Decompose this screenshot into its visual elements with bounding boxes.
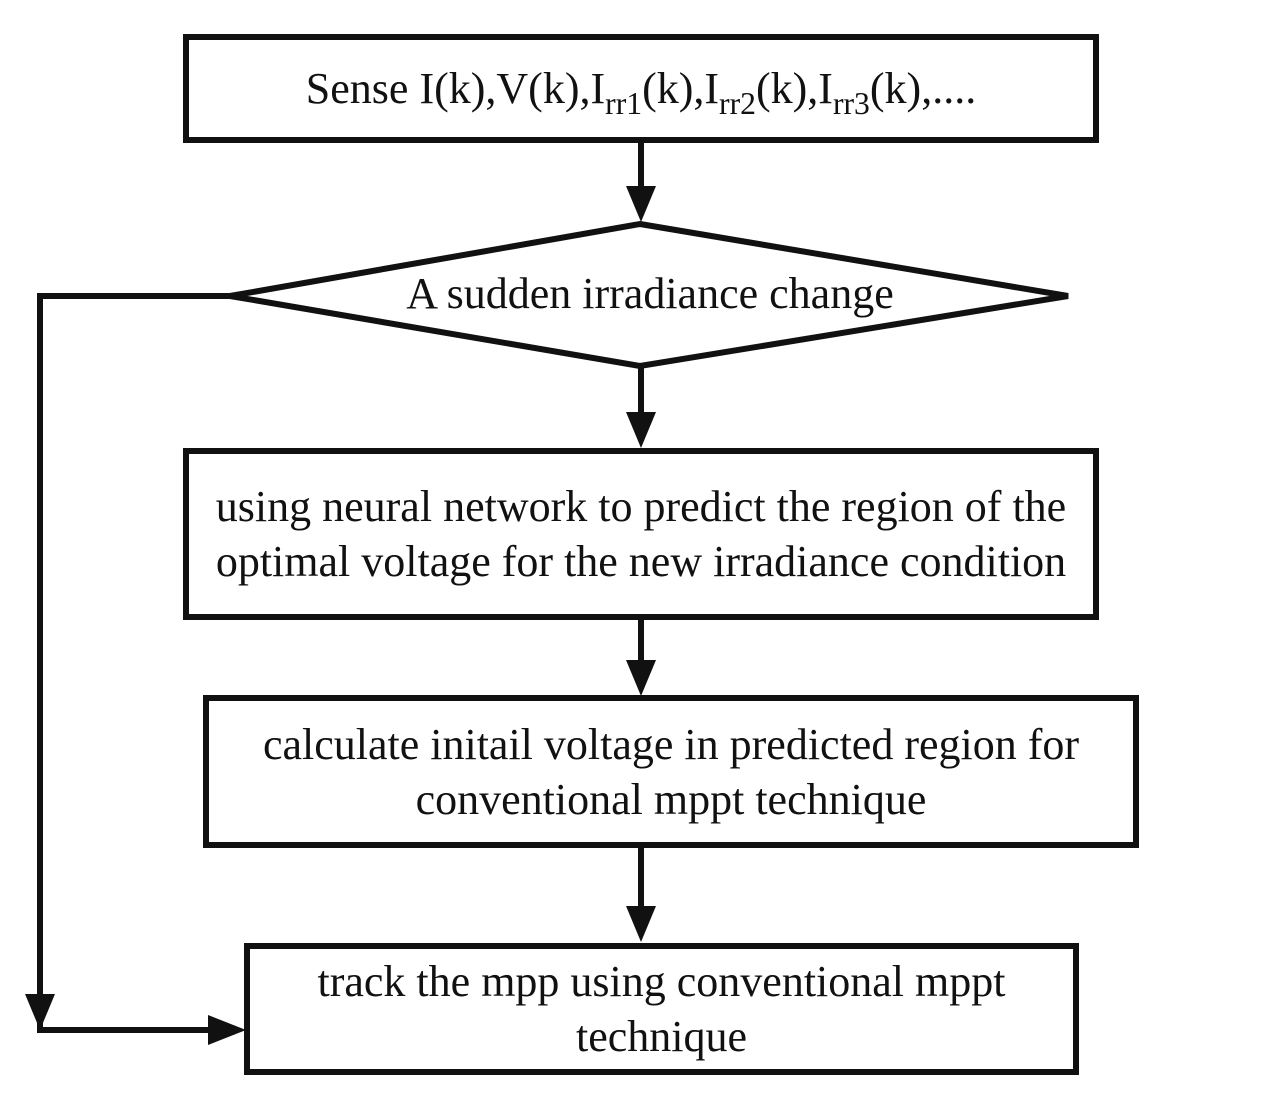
- sense-step-text: Sense I(k),V(k),Irr1(k),Irr2(k),Irr3(k),…: [305, 64, 977, 122]
- arrowhead-calculate-to-track: [626, 906, 656, 942]
- track-step-box: track the mpp using conventional mppt te…: [244, 943, 1079, 1075]
- predict-step-text: using neural network to predict the regi…: [215, 482, 1067, 586]
- sense-step-box: Sense I(k),V(k),Irr1(k),Irr2(k),Irr3(k),…: [183, 34, 1099, 143]
- arrowhead-decision-to-predict: [626, 412, 656, 448]
- bypass-path: [37, 293, 230, 1033]
- arrowhead-sense-to-decision: [626, 186, 656, 222]
- arrowhead-predict-to-calculate: [626, 660, 656, 696]
- decision-label: A sudden irradiance change: [406, 269, 894, 318]
- calculate-step-text: calculate initail voltage in predicted r…: [262, 719, 1080, 824]
- arrowhead-bypass-to-track: [208, 1015, 246, 1045]
- predict-step-box: using neural network to predict the regi…: [183, 448, 1099, 620]
- calculate-step-box: calculate initail voltage in predicted r…: [203, 695, 1139, 848]
- arrowhead-bypass-down: [25, 994, 55, 1030]
- track-step-text: track the mpp using conventional mppt te…: [317, 957, 1006, 1061]
